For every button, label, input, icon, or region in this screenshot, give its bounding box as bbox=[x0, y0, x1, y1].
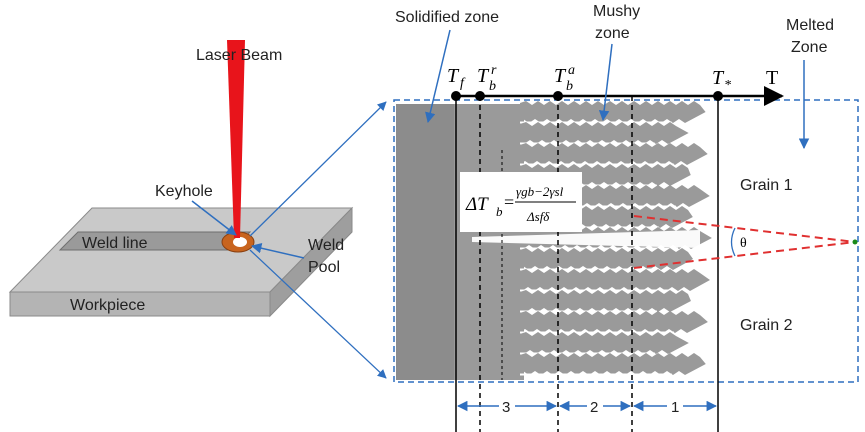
theta-label: θ bbox=[740, 236, 747, 251]
tstar-label: T * bbox=[712, 67, 731, 93]
solidified-zone-label: Solidified zone bbox=[395, 9, 499, 26]
angle-arc bbox=[730, 227, 736, 257]
solidified-zone-pointer bbox=[425, 29, 451, 124]
weld-line-label: Weld line bbox=[82, 235, 148, 252]
svg-text:ΔT: ΔT bbox=[465, 194, 489, 215]
weld-line-strip bbox=[58, 231, 252, 251]
svg-text:r: r bbox=[491, 63, 497, 78]
region-3-label: 3 bbox=[502, 399, 510, 416]
svg-text:*: * bbox=[724, 78, 731, 93]
svg-text:f: f bbox=[460, 76, 466, 91]
mushy-zone-label-line1: Mushy bbox=[593, 3, 640, 20]
angle-line-lower bbox=[633, 241, 856, 269]
weld-pool-label-line1: Weld bbox=[308, 237, 344, 254]
svg-text:Δsfδ: Δsfδ bbox=[526, 209, 550, 224]
keyhole-opening bbox=[233, 237, 247, 247]
svg-text:T: T bbox=[554, 65, 567, 87]
tbr-point bbox=[475, 91, 485, 101]
weld-pool-pointer bbox=[250, 243, 305, 259]
tf-point bbox=[451, 91, 461, 101]
region-1-label: 1 bbox=[671, 399, 679, 416]
keyhole-label: Keyhole bbox=[155, 183, 213, 200]
svg-text:T: T bbox=[712, 67, 725, 89]
svg-text:T: T bbox=[447, 65, 460, 87]
svg-text:T: T bbox=[477, 65, 490, 87]
melted-zone-label-line2: Zone bbox=[791, 39, 828, 56]
svg-text:a: a bbox=[568, 63, 575, 78]
tbr-label: T b r bbox=[477, 63, 497, 94]
angle-line-upper bbox=[633, 215, 856, 243]
tf-label: T f bbox=[447, 65, 466, 91]
zoom-frame bbox=[393, 99, 859, 383]
weld-pool-label-line2: Pool bbox=[308, 259, 340, 276]
zoom-line-top bbox=[249, 101, 387, 237]
formula: ΔT b = γgb−2γsl Δsfδ bbox=[465, 184, 576, 224]
angle-vertex bbox=[852, 239, 858, 245]
region-2-label: 2 bbox=[590, 399, 598, 416]
svg-text:b: b bbox=[496, 204, 503, 219]
svg-text:b: b bbox=[566, 79, 573, 94]
svg-text:=: = bbox=[504, 192, 514, 212]
solidified-zone bbox=[396, 104, 454, 380]
tba-point bbox=[553, 91, 563, 101]
mushy-zone-label-line2: zone bbox=[595, 25, 630, 42]
workpiece-label: Workpiece bbox=[70, 297, 145, 314]
tba-label: T b a bbox=[554, 63, 575, 94]
svg-text:b: b bbox=[489, 79, 496, 94]
zoom-line-bottom bbox=[249, 249, 387, 379]
workpiece-block bbox=[8, 206, 354, 318]
temperature-axis-label: T bbox=[766, 67, 778, 89]
svg-text:γgb−2γsl: γgb−2γsl bbox=[516, 184, 564, 199]
grain-1-label: Grain 1 bbox=[740, 177, 793, 194]
melted-zone-label-line1: Melted bbox=[786, 17, 834, 34]
mushy-zone-pointer bbox=[598, 43, 613, 122]
keyhole-pointer bbox=[191, 200, 237, 236]
laser-beam bbox=[227, 40, 245, 238]
grain-boundary-liquid-film bbox=[472, 230, 700, 248]
tstar-point bbox=[713, 91, 723, 101]
laser-beam-label: Laser Beam bbox=[196, 47, 282, 64]
grain-2-label: Grain 2 bbox=[740, 317, 793, 334]
